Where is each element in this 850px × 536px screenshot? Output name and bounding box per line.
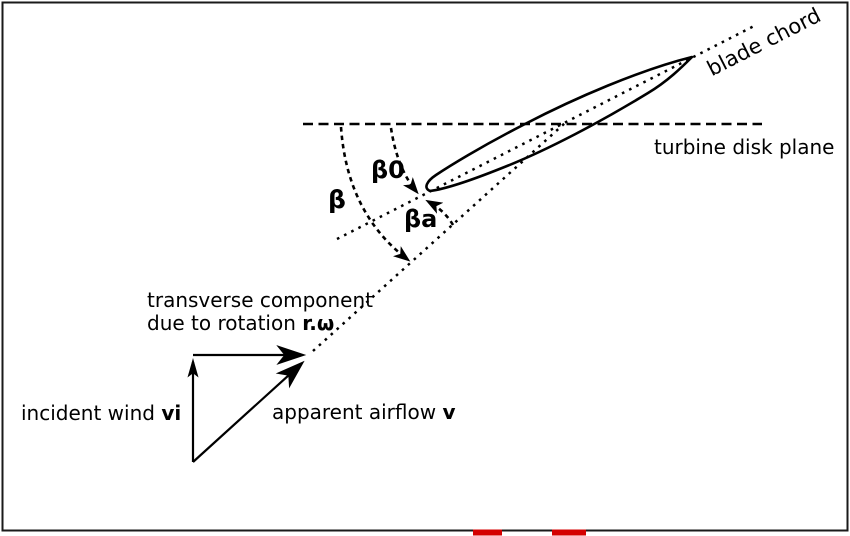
- red-mark-right: [552, 529, 586, 536]
- apparent-airflow-symbol: v: [442, 400, 456, 424]
- apparent-airflow-caption: apparent airflow v: [272, 401, 456, 424]
- incident-wind-text: incident wind: [21, 401, 162, 425]
- turbine-disk-plane-label: turbine disk plane: [654, 135, 835, 159]
- beta-a-label: βa: [404, 205, 438, 233]
- apparent-airflow-text: apparent airflow: [272, 400, 443, 424]
- apparent-airflow-line: [312, 122, 566, 352]
- red-mark-left: [473, 529, 502, 536]
- incident-wind-symbol: vi: [161, 401, 182, 425]
- transverse-component-caption: transverse component due to rotation r.ω: [147, 289, 373, 335]
- incident-wind-caption: incident wind vi: [21, 402, 181, 425]
- transverse-caption-line2: due to rotation: [147, 311, 303, 335]
- beta0-label: β0: [371, 156, 405, 184]
- blade-chord-line: [336, 23, 757, 241]
- transverse-symbol: r.ω: [302, 311, 335, 335]
- beta-label: β: [328, 185, 346, 214]
- beta-a-arc: [425, 199, 455, 226]
- beta-arc: [339, 126, 411, 262]
- airfoil-outline: [425, 55, 694, 193]
- apparent-airflow-vector: [192, 360, 305, 463]
- transverse-caption-line1: transverse component: [147, 288, 374, 312]
- beta0-arc: [389, 127, 419, 195]
